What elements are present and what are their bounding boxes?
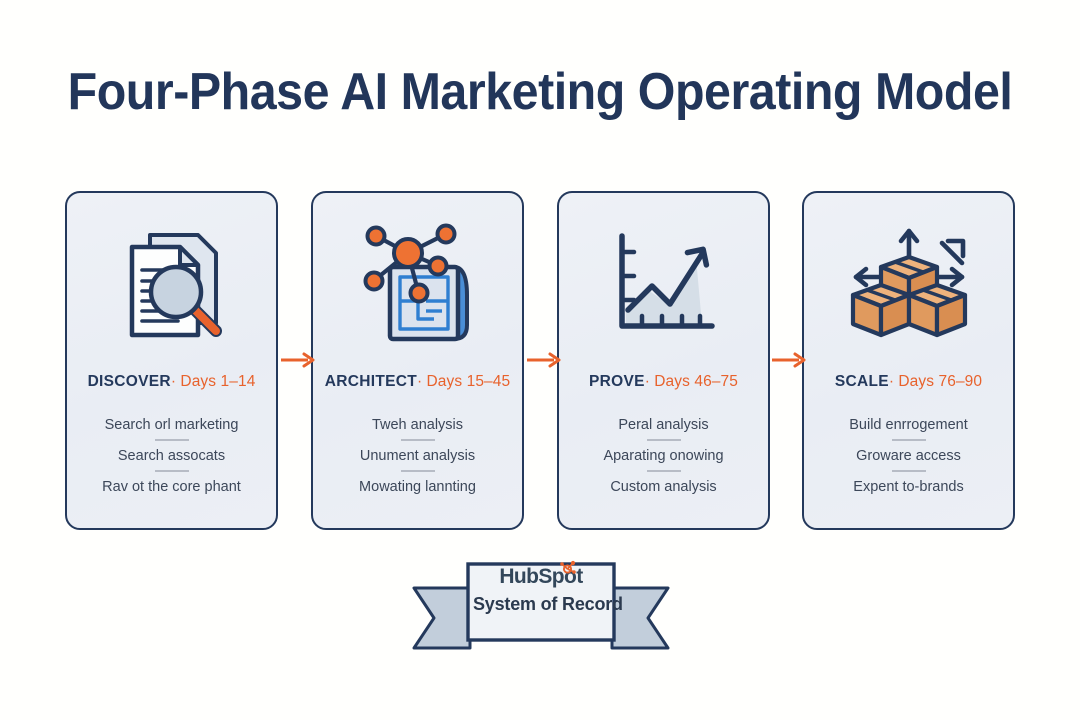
list-item: Rav ot the core phant	[102, 479, 241, 495]
list-item: Peral analysis	[618, 417, 709, 433]
list-item: Expent to-brands	[853, 479, 964, 495]
stacked-boxes-arrows-icon	[804, 219, 1013, 349]
phase-name: SCALE	[834, 373, 889, 390]
phase-days: Days 46–75	[654, 373, 738, 390]
list-item: Groware access	[856, 448, 961, 464]
phase-item-list: Tweh analysis Unument analysis Mowating …	[313, 411, 522, 500]
network-blueprint-icon	[313, 219, 522, 349]
phases-row: DISCOVER· Days 1–14 Search orl marketing…	[0, 191, 1080, 531]
list-item: Aparating onowing	[603, 448, 724, 464]
phase-name: DISCOVER	[87, 373, 171, 390]
list-item: Search assocats	[117, 448, 226, 464]
arrow-right-icon	[770, 352, 808, 368]
page-title: Four-Phase AI Marketing Operating Model	[67, 63, 1013, 121]
list-item: Custom analysis	[610, 479, 717, 495]
phase-heading: ARCHITECT· Days 15–45	[313, 373, 522, 391]
item-divider	[154, 470, 189, 472]
phase-item-list: Search orl marketing Search assocats Rav…	[67, 411, 276, 500]
list-item: Tweh analysis	[371, 417, 464, 433]
phase-separator: ·	[888, 373, 895, 390]
phase-item-list: Build enrrogement Groware access Expent …	[804, 411, 1013, 500]
phase-separator: ·	[417, 373, 423, 390]
hubspot-brand-text: HubSpot	[499, 565, 583, 588]
phase-name: PROVE	[589, 373, 645, 390]
phase-heading: DISCOVER· Days 1–14	[67, 373, 276, 391]
ribbon-subtitle: System of Record	[473, 594, 623, 614]
item-divider	[646, 470, 681, 472]
phase-separator: ·	[170, 373, 177, 390]
phase-card-scale[interactable]: SCALE· Days 76–90 Build enrrogement Grow…	[802, 191, 1015, 530]
hubspot-wordmark: HubSpot	[499, 560, 583, 589]
ribbon-content: HubSpot System of Record	[473, 560, 623, 615]
arrow-right-icon	[279, 352, 317, 368]
hubspot-sprocket-icon	[558, 559, 576, 577]
item-divider	[891, 470, 926, 472]
list-item: Search orl marketing	[104, 417, 239, 433]
item-divider	[891, 439, 926, 441]
phase-days: Days 1–14	[180, 373, 256, 390]
phase-heading: SCALE· Days 76–90	[804, 373, 1013, 391]
phase-days: Days 15–45	[426, 373, 511, 390]
system-of-record-ribbon: HubSpot System of Record	[412, 560, 670, 655]
document-magnifier-icon	[67, 219, 276, 349]
phase-card-discover[interactable]: DISCOVER· Days 1–14 Search orl marketing…	[65, 191, 278, 530]
list-item: Mowating lannting	[359, 479, 476, 495]
phase-card-architect[interactable]: ARCHITECT· Days 15–45 Tweh analysis Unum…	[311, 191, 524, 530]
growth-chart-icon	[559, 219, 768, 349]
phase-name: ARCHITECT	[324, 373, 418, 390]
arrow-right-icon	[525, 352, 563, 368]
list-item: Build enrrogement	[849, 417, 968, 433]
list-item: Unument analysis	[359, 448, 476, 464]
item-divider	[400, 439, 435, 441]
phase-card-prove[interactable]: PROVE· Days 46–75 Peral analysis Aparati…	[557, 191, 770, 530]
item-divider	[646, 439, 681, 441]
phase-item-list: Peral analysis Aparating onowing Custom …	[559, 411, 768, 500]
item-divider	[154, 439, 189, 441]
phase-heading: PROVE· Days 46–75	[559, 373, 768, 391]
phase-separator: ·	[644, 373, 650, 390]
item-divider	[400, 470, 435, 472]
phase-days: Days 76–90	[898, 373, 983, 390]
